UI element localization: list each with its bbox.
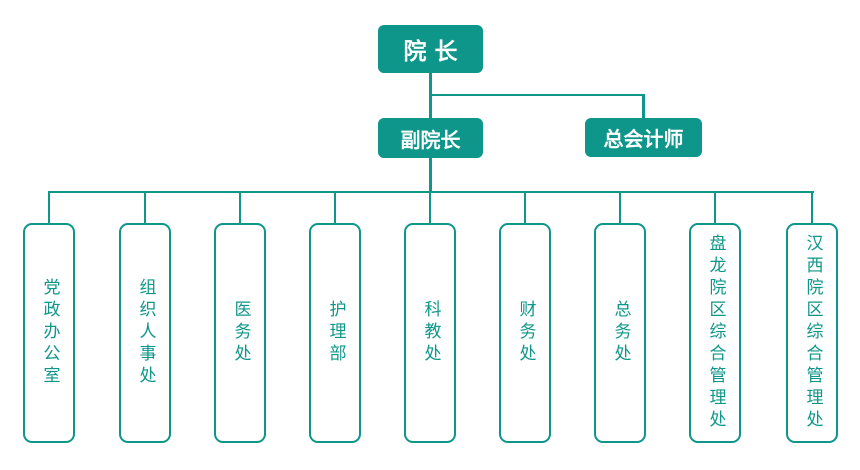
org-node-department: 党政办公室	[23, 223, 75, 443]
department-label: 科教处	[420, 300, 441, 366]
org-node-chief-accountant: 总会计师	[585, 118, 702, 157]
connector-drop	[429, 191, 431, 223]
connector-level2-horizontal	[429, 94, 644, 96]
department-label: 汉西院区综合管理处	[802, 234, 823, 432]
connector-accountant-vertical	[642, 94, 645, 119]
connector-drop	[524, 191, 526, 223]
connector-drop	[334, 191, 336, 223]
department-label: 总务处	[610, 300, 631, 366]
connector-department-bus	[48, 191, 814, 193]
org-node-department: 医务处	[214, 223, 266, 443]
department-label: 医务处	[230, 300, 251, 366]
connector-drop	[811, 191, 813, 223]
org-node-vice-president: 副院长	[378, 118, 483, 158]
org-node-department: 组织人事处	[119, 223, 171, 443]
department-label: 组织人事处	[135, 278, 156, 388]
department-label: 盘龙院区综合管理处	[705, 234, 726, 432]
org-node-president: 院 长	[378, 25, 483, 73]
department-label: 护理部	[325, 300, 346, 366]
org-node-department: 科教处	[404, 223, 456, 443]
org-node-department: 汉西院区综合管理处	[786, 223, 838, 443]
department-label: 党政办公室	[39, 278, 60, 388]
connector-drop	[239, 191, 241, 223]
connector-drop	[48, 191, 50, 223]
org-node-department: 护理部	[309, 223, 361, 443]
connector-drop	[144, 191, 146, 223]
department-label: 财务处	[515, 300, 536, 366]
org-node-department: 盘龙院区综合管理处	[689, 223, 741, 443]
connector-vice-president-vertical	[429, 157, 432, 193]
org-node-department: 总务处	[594, 223, 646, 443]
org-node-department: 财务处	[499, 223, 551, 443]
connector-drop	[714, 191, 716, 223]
connector-drop	[619, 191, 621, 223]
